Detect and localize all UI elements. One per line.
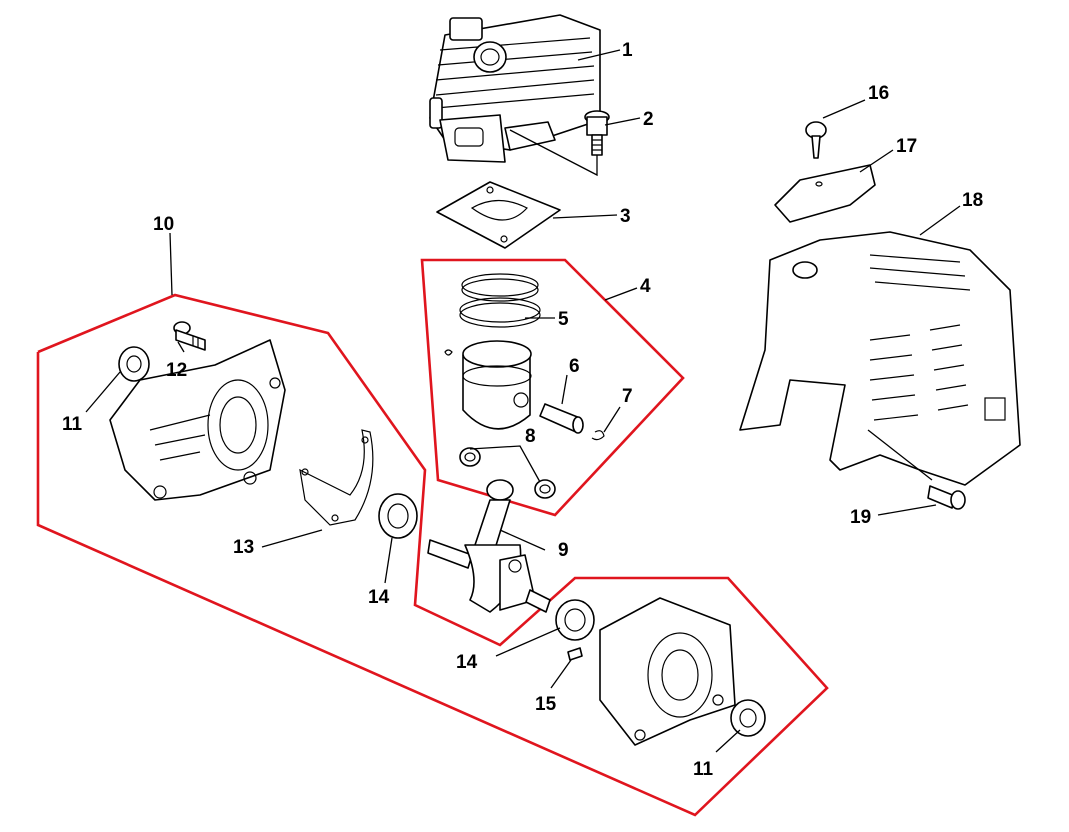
part-ball-bearing-left [378, 493, 418, 539]
callout-labels: 1 2 3 4 5 6 7 8 9 10 11 11 12 13 14 14 1… [62, 40, 983, 780]
callout-6: 6 [569, 356, 580, 377]
part-piston [444, 340, 532, 430]
part-circlip [591, 430, 605, 441]
part-piston-pin [539, 403, 584, 434]
part-crankcase-bolt [173, 321, 206, 351]
part-cover-screw [805, 121, 827, 159]
outline-crankcase-assembly [36, 293, 829, 817]
callout-12: 12 [166, 360, 187, 381]
callout-8: 8 [525, 426, 536, 447]
part-cylinder-bolt [509, 110, 610, 177]
part-cover-bracket [774, 164, 876, 223]
callout-5: 5 [558, 309, 569, 330]
part-oil-seal-right [730, 699, 766, 737]
part-oil-seal-left [118, 346, 150, 382]
part-crankcase-right [599, 597, 736, 746]
leader-lines [85, 49, 961, 753]
callout-11-left: 11 [62, 414, 83, 435]
callout-7: 7 [622, 386, 633, 407]
part-crankcase-gasket [299, 429, 374, 526]
group-outlines [36, 258, 829, 817]
callout-17: 17 [896, 136, 917, 157]
part-needle-bearings [459, 447, 556, 499]
callout-11-right: 11 [693, 759, 714, 780]
callout-14-right: 14 [456, 652, 478, 673]
callout-13: 13 [233, 537, 254, 558]
part-crankshaft [427, 479, 551, 613]
callout-2: 2 [643, 109, 654, 130]
callout-16: 16 [868, 83, 889, 104]
part-cover-bolt [927, 485, 966, 510]
part-cylinder [429, 14, 601, 163]
callout-4: 4 [640, 276, 651, 297]
callout-19: 19 [850, 507, 871, 528]
part-crankcase-left [109, 339, 286, 501]
outline-piston-kit [420, 258, 685, 517]
callout-18: 18 [962, 190, 983, 211]
part-cylinder-gasket [436, 181, 561, 249]
callout-3: 3 [620, 206, 631, 227]
part-cylinder-cover [739, 231, 1021, 486]
callout-14-left: 14 [368, 587, 390, 608]
part-piston-rings [459, 273, 541, 328]
callout-1: 1 [622, 40, 633, 61]
part-ball-bearing-right [555, 599, 595, 641]
callout-15: 15 [535, 694, 557, 715]
part-dowel-pin [567, 647, 583, 661]
callout-9: 9 [558, 540, 569, 561]
callout-10: 10 [153, 214, 174, 235]
